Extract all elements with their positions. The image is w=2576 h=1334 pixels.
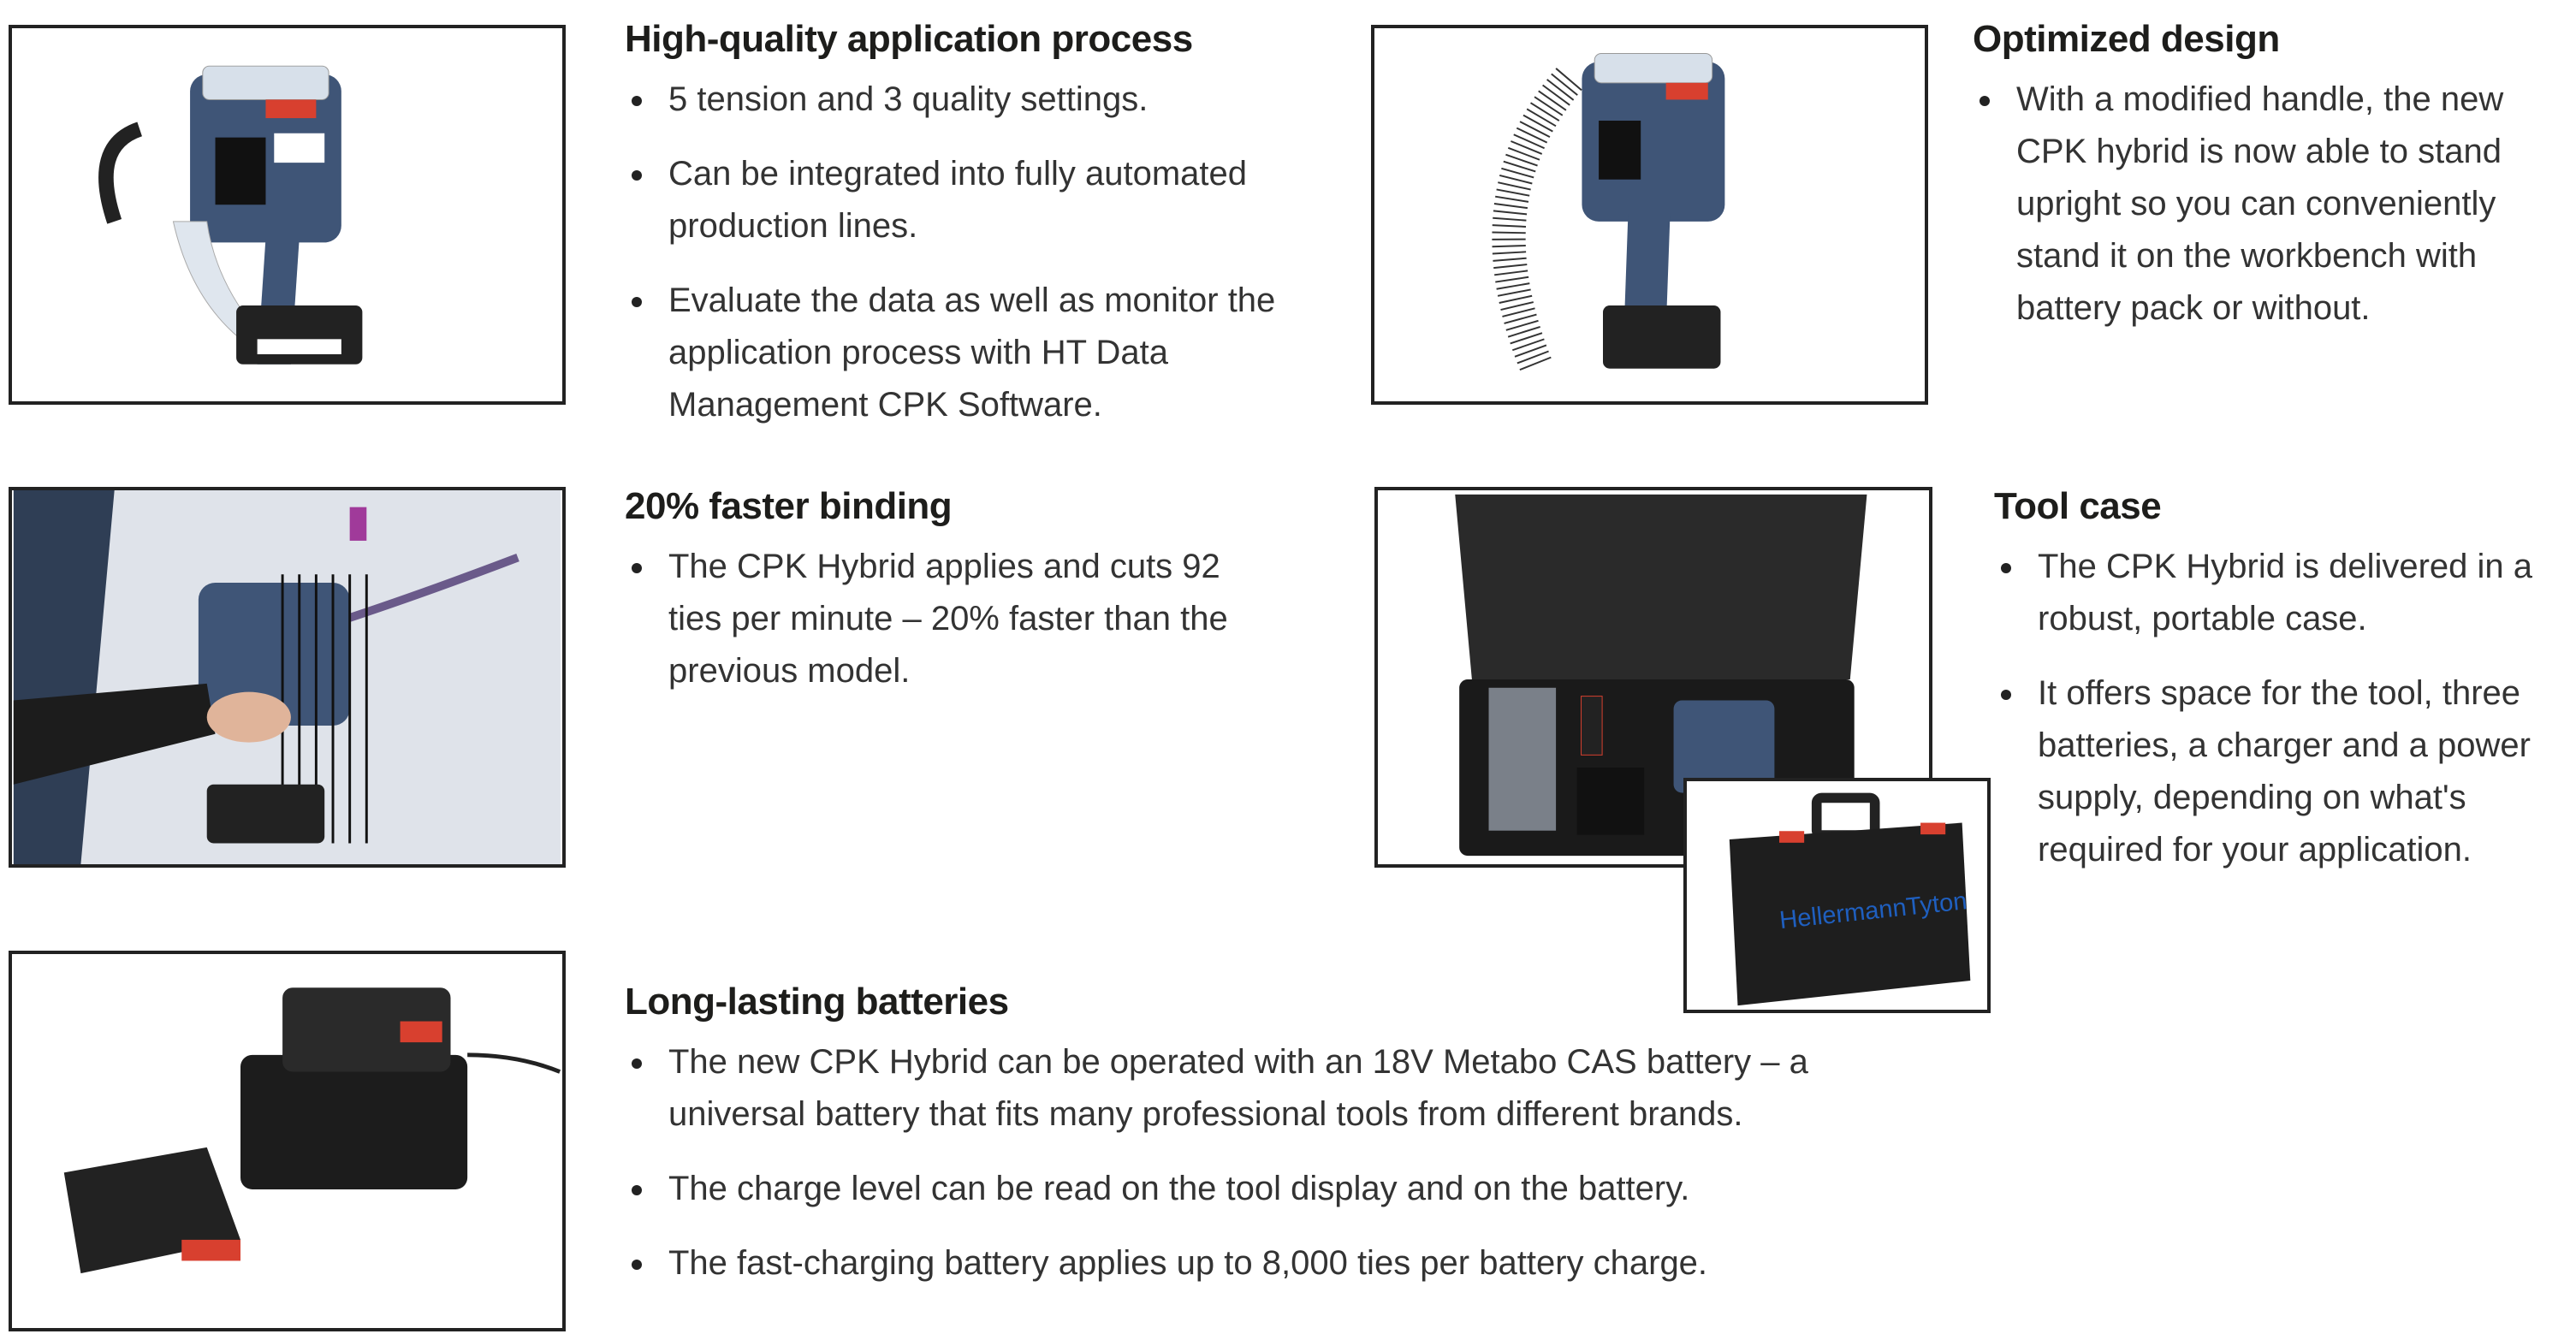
section-heading: Long-lasting batteries xyxy=(625,981,1009,1023)
bullet-item: With a modified handle, the new CPK hybr… xyxy=(1973,74,2572,335)
bullet-item: The fast-charging battery applies up to … xyxy=(625,1237,1908,1290)
section-faster-binding: 20% faster binding The CPK Hybrid applie… xyxy=(625,484,1241,720)
batteries-image xyxy=(9,951,566,1331)
bullet-item: Evaluate the data as well as monitor the… xyxy=(625,275,1335,431)
cable-tie-tool-illustration xyxy=(98,65,363,365)
tool-in-use-illustration xyxy=(13,490,561,864)
section-long-lasting-batteries: Long-lasting batteries The new CPK Hybri… xyxy=(625,980,1908,1312)
section-heading: 20% faster binding xyxy=(625,485,953,527)
section-heading: High-quality application process xyxy=(625,18,1193,60)
faster-binding-image xyxy=(9,487,566,868)
battery-charger-illustration xyxy=(63,987,561,1274)
bullet-item: The CPK Hybrid applies and cuts 92 ties … xyxy=(625,541,1241,697)
section-heading: Optimized design xyxy=(1973,18,2280,60)
closed-case-illustration: HellermannTyton xyxy=(1729,792,1971,1006)
bullet-item: The new CPK Hybrid can be operated with … xyxy=(625,1036,1883,1141)
section-heading: Tool case xyxy=(1994,485,2162,527)
section-high-quality: High-quality application process 5 tensi… xyxy=(625,17,1335,454)
bullet-item: Can be integrated into fully automated p… xyxy=(625,148,1335,252)
bullet-item: It offers space for the tool, three batt… xyxy=(1994,667,2576,876)
optimized-design-image xyxy=(1371,25,1928,405)
bullet-item: 5 tension and 3 quality settings. xyxy=(625,74,1335,126)
upright-tool-illustration xyxy=(1492,52,1725,371)
tool-product-image xyxy=(9,25,566,405)
section-tool-case: Tool case The CPK Hybrid is delivered in… xyxy=(1994,484,2576,898)
section-optimized-design: Optimized design With a modified handle,… xyxy=(1973,17,2572,357)
bullet-item: The CPK Hybrid is delivered in a robust,… xyxy=(1994,541,2576,645)
bullet-item: The charge level can be read on the tool… xyxy=(625,1163,1908,1215)
closed-tool-case-image: HellermannTyton xyxy=(1683,778,1991,1013)
